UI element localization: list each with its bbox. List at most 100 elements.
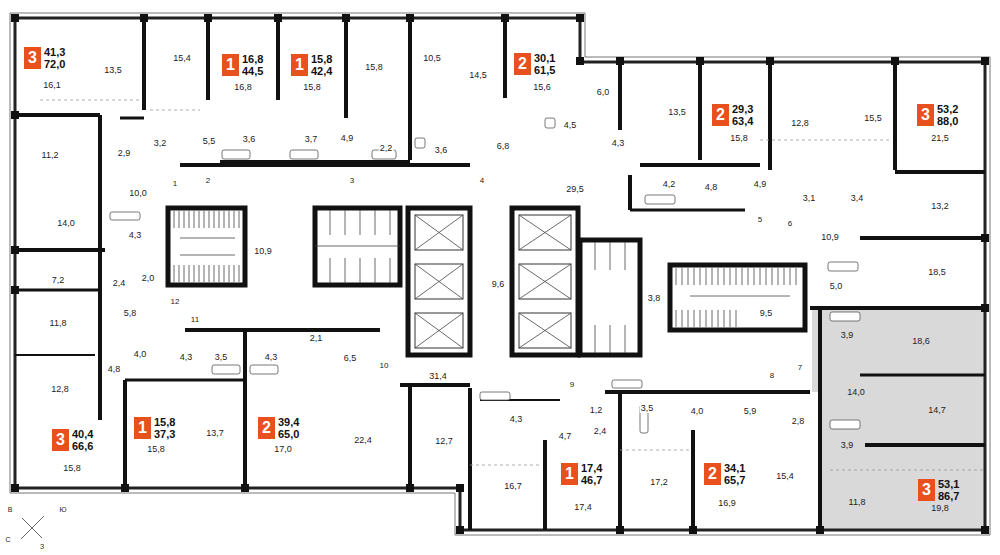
- room-area: 15,8: [364, 62, 384, 72]
- wall: [543, 440, 547, 530]
- wall: [15, 289, 100, 292]
- room-area: 11,2: [41, 150, 60, 160]
- wall: [15, 113, 100, 117]
- room-area: 4,7: [558, 431, 573, 441]
- wall: [640, 163, 760, 167]
- detail-line: [690, 296, 790, 297]
- living-area: 53,1: [938, 478, 959, 490]
- detail-line: [712, 310, 713, 327]
- room-area: 15,6: [532, 82, 552, 92]
- room-area: 4,3: [179, 352, 194, 362]
- detail-line: [360, 258, 361, 283]
- detail-line: [375, 210, 376, 235]
- bathtub: [645, 195, 675, 204]
- room-area: 2,8: [791, 416, 806, 426]
- wall: [185, 328, 380, 332]
- core-wall: [670, 265, 805, 330]
- detail-line: [21, 528, 32, 539]
- room-area: 13,2: [930, 201, 950, 211]
- room-area: 3,6: [434, 145, 449, 155]
- core-wall: [408, 208, 470, 355]
- detail-line: [315, 246, 400, 247]
- detail-line: [730, 310, 731, 327]
- wall: [860, 374, 985, 377]
- detail-line: [199, 265, 200, 282]
- room-area: 10,9: [820, 232, 840, 242]
- detail-line: [390, 210, 391, 235]
- facade-glazing: [10, 13, 990, 535]
- room-area: 4,3: [509, 414, 524, 424]
- detail-line: [790, 268, 791, 285]
- detail-line: [610, 242, 611, 270]
- lift-car: [519, 264, 571, 299]
- room-area: 2,2: [379, 143, 394, 153]
- detail-line: [194, 265, 195, 282]
- apartment-badge: 117,446,7: [561, 462, 602, 486]
- wall: [276, 18, 280, 100]
- detail-line: [688, 268, 689, 285]
- room-area: 10,0: [128, 188, 148, 198]
- room-area: 15,4: [775, 471, 795, 481]
- room-area: 6,0: [596, 87, 611, 97]
- room-count: 2: [258, 417, 275, 439]
- room-area: 5,0: [829, 281, 844, 291]
- apartment-badge: 115,837,3: [134, 416, 175, 440]
- room-area: 4,8: [107, 364, 122, 374]
- wall: [125, 379, 245, 382]
- lift-car: [519, 313, 571, 348]
- living-area: 16,8: [242, 53, 263, 65]
- living-area: 15,8: [154, 416, 175, 428]
- room-area: 3,5: [640, 403, 655, 413]
- room-area: 4,8: [704, 182, 719, 192]
- room-area: 17,2: [649, 477, 669, 487]
- wall: [768, 62, 772, 170]
- detail-line: [706, 268, 707, 285]
- room-area: 2,4: [593, 426, 608, 436]
- wall: [691, 430, 695, 530]
- detail-line: [772, 268, 773, 285]
- detail-line: [784, 268, 785, 285]
- room-area: 11,8: [848, 497, 867, 507]
- detail-line: [219, 211, 220, 228]
- room-area: 13,5: [103, 65, 123, 75]
- wall: [123, 380, 127, 488]
- total-area: 63,4: [732, 115, 753, 127]
- room-area: 9,5: [759, 308, 774, 318]
- total-area: 37,3: [154, 428, 175, 440]
- shaded-apartment: [812, 308, 985, 530]
- detail-line: [204, 211, 205, 228]
- total-area: 88,0: [937, 115, 958, 127]
- zone-line: [760, 140, 890, 141]
- total-area: 65,7: [724, 474, 745, 486]
- room-area: 17,0: [273, 444, 293, 454]
- wall: [895, 170, 985, 174]
- door-number: 7: [797, 363, 803, 373]
- room-area: 10,9: [253, 246, 273, 256]
- room-area: 12,8: [790, 118, 810, 128]
- room-area: 16,8: [233, 82, 253, 92]
- room-area: 18,6: [911, 336, 931, 346]
- apartment-badge: 229,363,4: [712, 103, 753, 127]
- column: [456, 526, 464, 534]
- compass-letter: В: [7, 505, 14, 515]
- wall: [120, 117, 144, 120]
- room-area: 3,4: [850, 193, 865, 203]
- apartment-badge: 239,465,0: [258, 416, 299, 440]
- detail-line: [760, 268, 761, 285]
- detail-line: [724, 310, 725, 327]
- core-wall: [168, 208, 245, 285]
- zone-line: [40, 100, 140, 101]
- living-area: 41,3: [44, 46, 65, 58]
- apartment-badge: 116,844,5: [222, 53, 263, 77]
- apartment-badge: 115,842,4: [291, 53, 332, 77]
- room-area: 14,7: [927, 405, 947, 415]
- detail-line: [595, 325, 596, 353]
- wall: [698, 62, 702, 160]
- detail-line: [415, 264, 463, 299]
- compass-letter: С: [4, 535, 11, 545]
- detail-line: [724, 268, 725, 285]
- exterior-wall: [15, 18, 985, 530]
- detail-line: [694, 310, 695, 327]
- wall: [206, 18, 210, 100]
- room-area: 14,0: [846, 387, 866, 397]
